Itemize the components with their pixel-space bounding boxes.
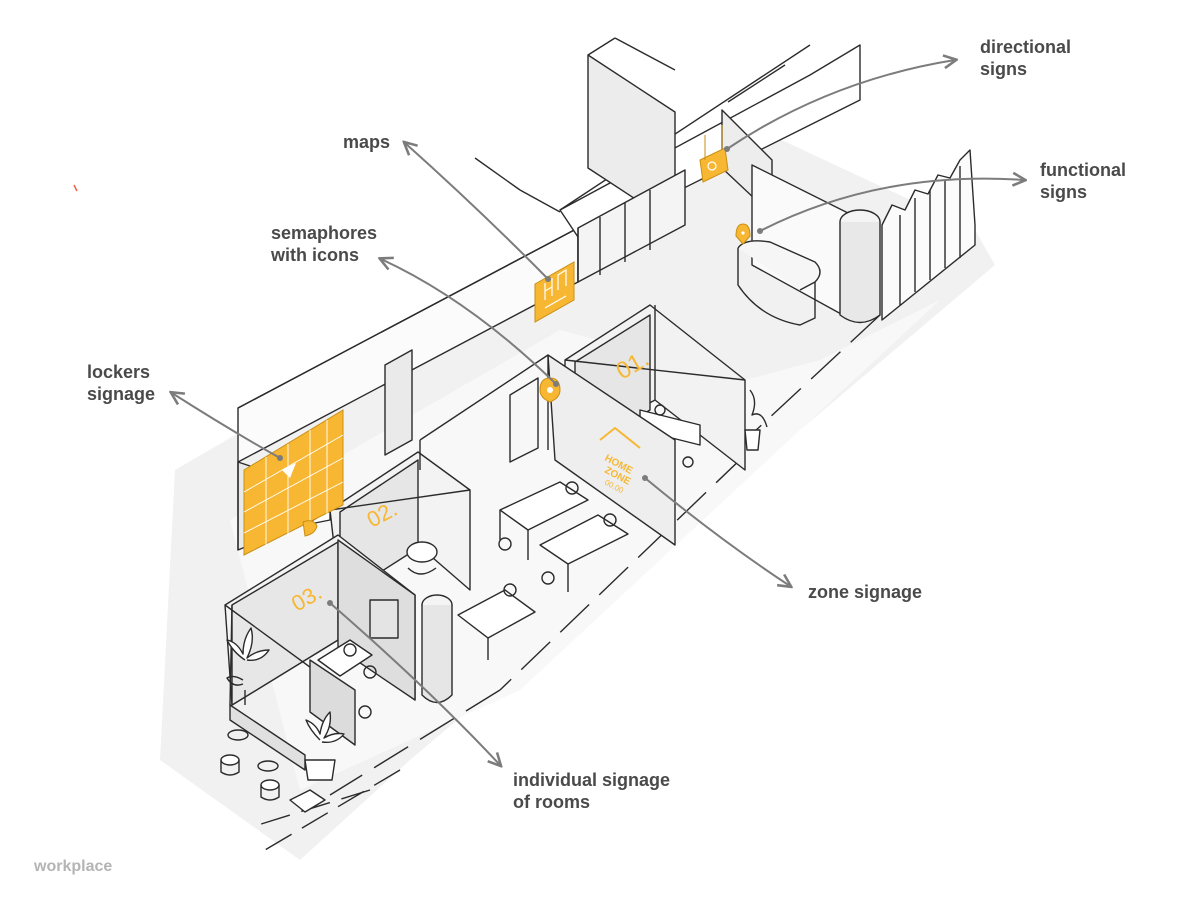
label-line: directional [980, 37, 1072, 57]
arrow-directional-signs [726, 60, 955, 150]
open-plan-desks [421, 481, 629, 704]
label-line: semaphores [271, 223, 378, 243]
arrow-individual-signage [329, 602, 500, 765]
label-directional-signs: directional signs [980, 36, 1071, 80]
arrow-zone-signage [644, 477, 790, 586]
building-walls [237, 37, 976, 851]
label-line: maps [343, 132, 391, 152]
label-lockers-signage: lockers signage [87, 361, 155, 405]
label-functional-signs: functional signs [1040, 159, 1126, 203]
caption-workplace: workplace [34, 858, 113, 875]
partition-walls [304, 349, 676, 546]
room-03 [224, 534, 416, 746]
arrow-functional-signs [759, 179, 1024, 232]
label-line: signs [980, 59, 1028, 79]
label-line: zone signage [808, 582, 923, 602]
directional-sign-panel [699, 147, 729, 183]
arrow-maps [405, 143, 549, 280]
lounge-area [220, 604, 345, 813]
label-line: with icons [271, 245, 360, 265]
callout-arrows [172, 60, 1024, 765]
label-line: of rooms [513, 792, 591, 812]
label-zone-signage: zone signage [808, 581, 922, 603]
label-line: functional [1040, 160, 1126, 180]
label-line: lockers [87, 362, 151, 382]
label-line: signs [1040, 182, 1088, 202]
label-maps: maps [343, 131, 390, 153]
zone-sign-outline [599, 426, 641, 449]
label-line: individual signage [513, 770, 671, 790]
arrow-semaphores [381, 259, 557, 385]
label-individual-signage-of-rooms: individual signage of rooms [513, 769, 670, 813]
arrow-lockers-signage [172, 393, 281, 459]
label-semaphores-with-icons: semaphores with icons [271, 222, 377, 266]
label-line: signage [87, 384, 156, 404]
maps-panel [534, 261, 575, 323]
stray-mark [73, 184, 78, 192]
yellow-signage [243, 125, 751, 556]
